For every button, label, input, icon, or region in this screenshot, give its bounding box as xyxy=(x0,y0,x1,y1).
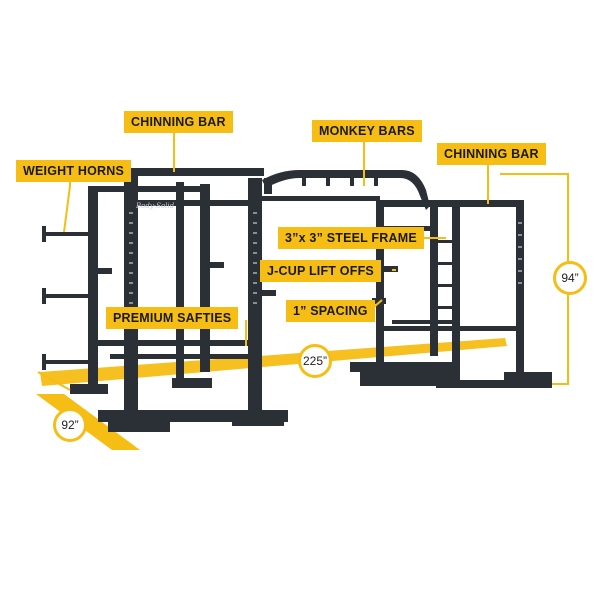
length-dimension-band xyxy=(40,338,507,386)
height-dimension-badge: 94” xyxy=(553,261,587,295)
callout-monkey-bars: MONKEY BARS xyxy=(312,120,422,142)
depth-dimension-band xyxy=(36,394,140,450)
callout-chinning-bar-right: CHINNING BAR xyxy=(437,143,546,165)
callout-1in-spacing: 1” SPACING xyxy=(286,300,375,322)
callout-steel-frame: 3”x 3” STEEL FRAME xyxy=(278,227,424,249)
callout-j-cup-lift-offs: J-CUP LIFT OFFS xyxy=(260,260,381,282)
callout-weight-horns: WEIGHT HORNS xyxy=(16,160,132,182)
length-dimension-badge: 225” xyxy=(298,344,332,378)
upright-holes xyxy=(129,212,522,304)
callout-premium-safeties: PREMIUM SAFTIES xyxy=(106,307,239,329)
depth-dimension-badge: 92” xyxy=(53,408,87,442)
brand-mark: Body-Solid xyxy=(135,202,175,210)
rack-frame xyxy=(42,168,552,432)
callout-chinning-bar-left: CHINNING BAR xyxy=(124,111,233,133)
